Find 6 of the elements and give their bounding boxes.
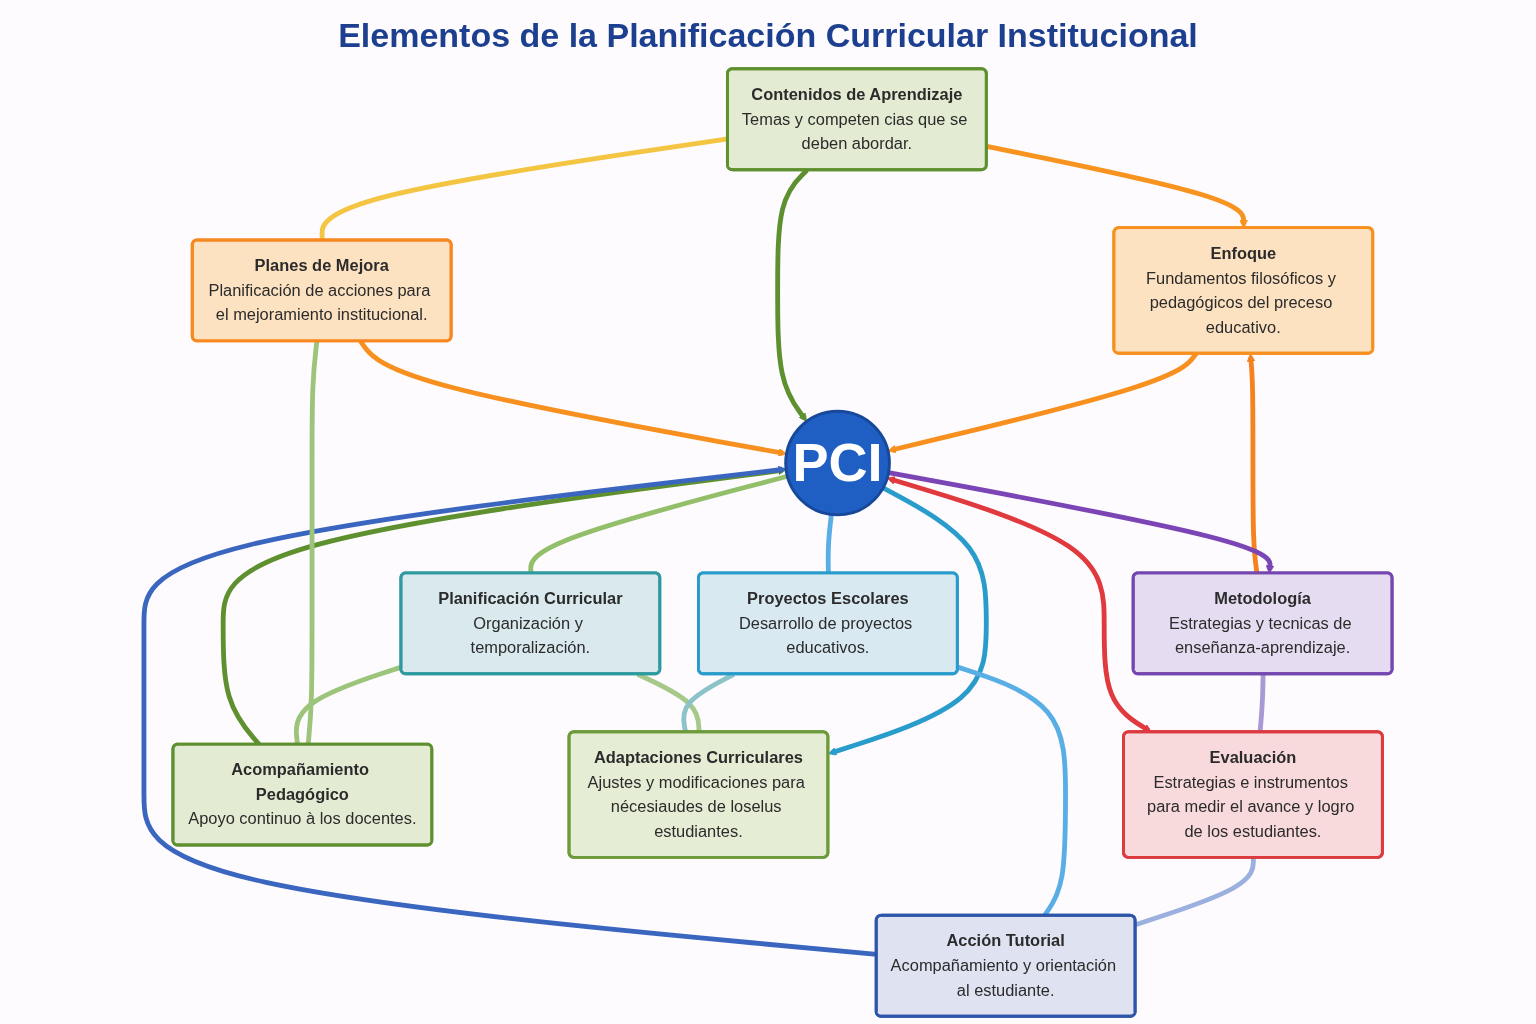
arrow <box>828 485 989 756</box>
connector <box>1134 857 1256 927</box>
arrow <box>141 465 877 957</box>
diagram-title: Elementos de la Planificación Curricular Institucional <box>338 16 1198 55</box>
connector <box>305 341 320 745</box>
node-circle: PCI <box>784 409 891 517</box>
